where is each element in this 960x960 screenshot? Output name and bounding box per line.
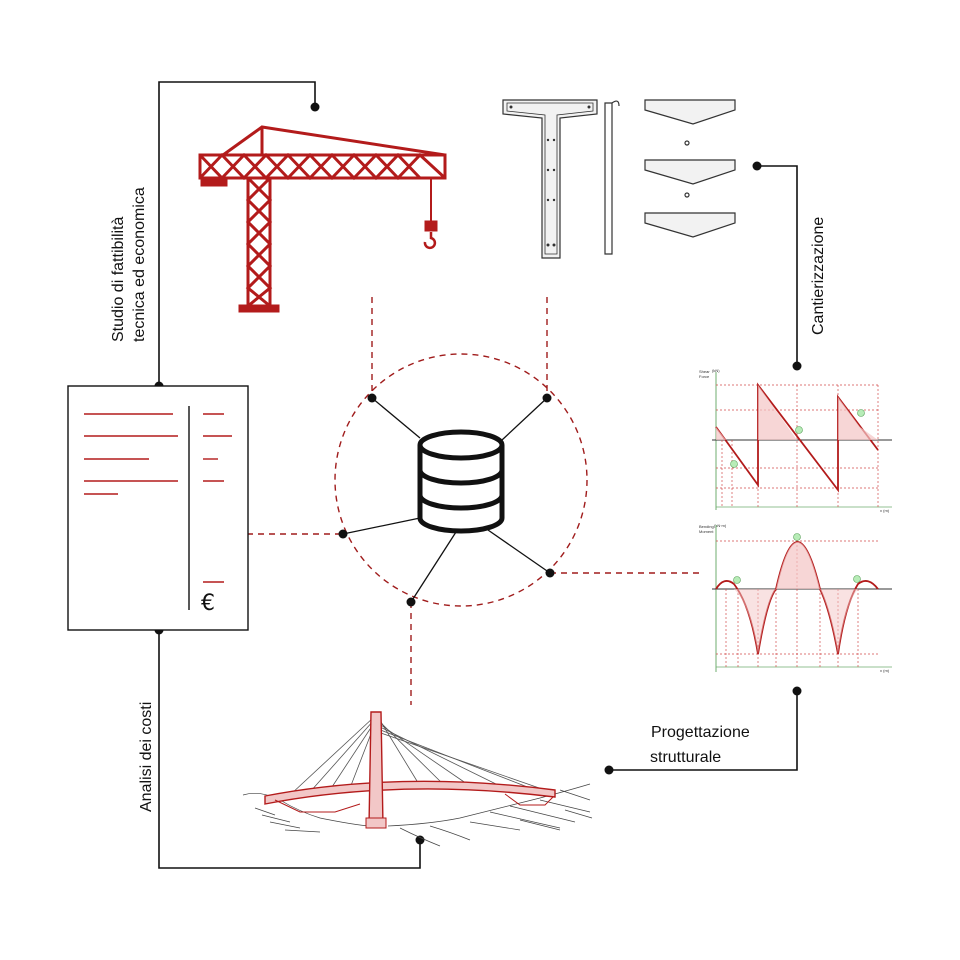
document-text-lines: [84, 413, 232, 583]
hub-nodes: [338, 393, 555, 607]
tower-crane-icon: [198, 125, 447, 313]
moment-xlabel: x (m): [880, 668, 890, 673]
connector-dot: [752, 161, 762, 171]
label-cost-analysis: Analisi dei costi: [138, 702, 155, 812]
shear-force-diagram: Shear Force (kN) x (m): [699, 368, 892, 513]
shear-unit: (kN): [712, 368, 720, 373]
connector-structural: [609, 691, 798, 771]
label-structural-line2: strutturale: [650, 749, 721, 766]
moment-ylabel-2: Moment: [699, 529, 714, 534]
label-construction-site: Cantierizzazione: [810, 217, 827, 335]
hub-dashed-links: [247, 297, 703, 705]
moment-unit: (kN·m): [714, 523, 727, 528]
connector-dot: [792, 361, 802, 371]
hub-spokes: [342, 397, 551, 603]
cable-stayed-bridge-sketch: [242, 711, 593, 847]
beam-sections-icon: [502, 99, 736, 259]
shear-ylabel: Shear: [699, 369, 710, 374]
label-feasibility-line1: Studio di fattibilità: [110, 216, 127, 342]
shear-xlabel: x (m): [880, 508, 890, 513]
cost-document: €: [67, 385, 249, 631]
connector-dot: [792, 686, 802, 696]
connector-dot: [604, 765, 614, 775]
shear-ylabel-2: Force: [699, 374, 710, 379]
hub-dashed-circle: [334, 353, 588, 607]
connector-dot: [415, 835, 425, 845]
euro-symbol: €: [201, 591, 215, 616]
connector-construction: [757, 165, 798, 366]
label-structural-line1: Progettazione: [651, 724, 750, 741]
bending-moment-diagram: Bending Moment (kN·m) x (m): [699, 523, 892, 673]
connector-cost: [158, 630, 421, 869]
connector-feasibility: [158, 81, 316, 386]
moment-ylabel: Bending: [699, 524, 714, 529]
database-icon: [417, 429, 505, 534]
label-feasibility-line2: tecnica ed economica: [131, 187, 148, 342]
connector-dot: [310, 102, 320, 112]
